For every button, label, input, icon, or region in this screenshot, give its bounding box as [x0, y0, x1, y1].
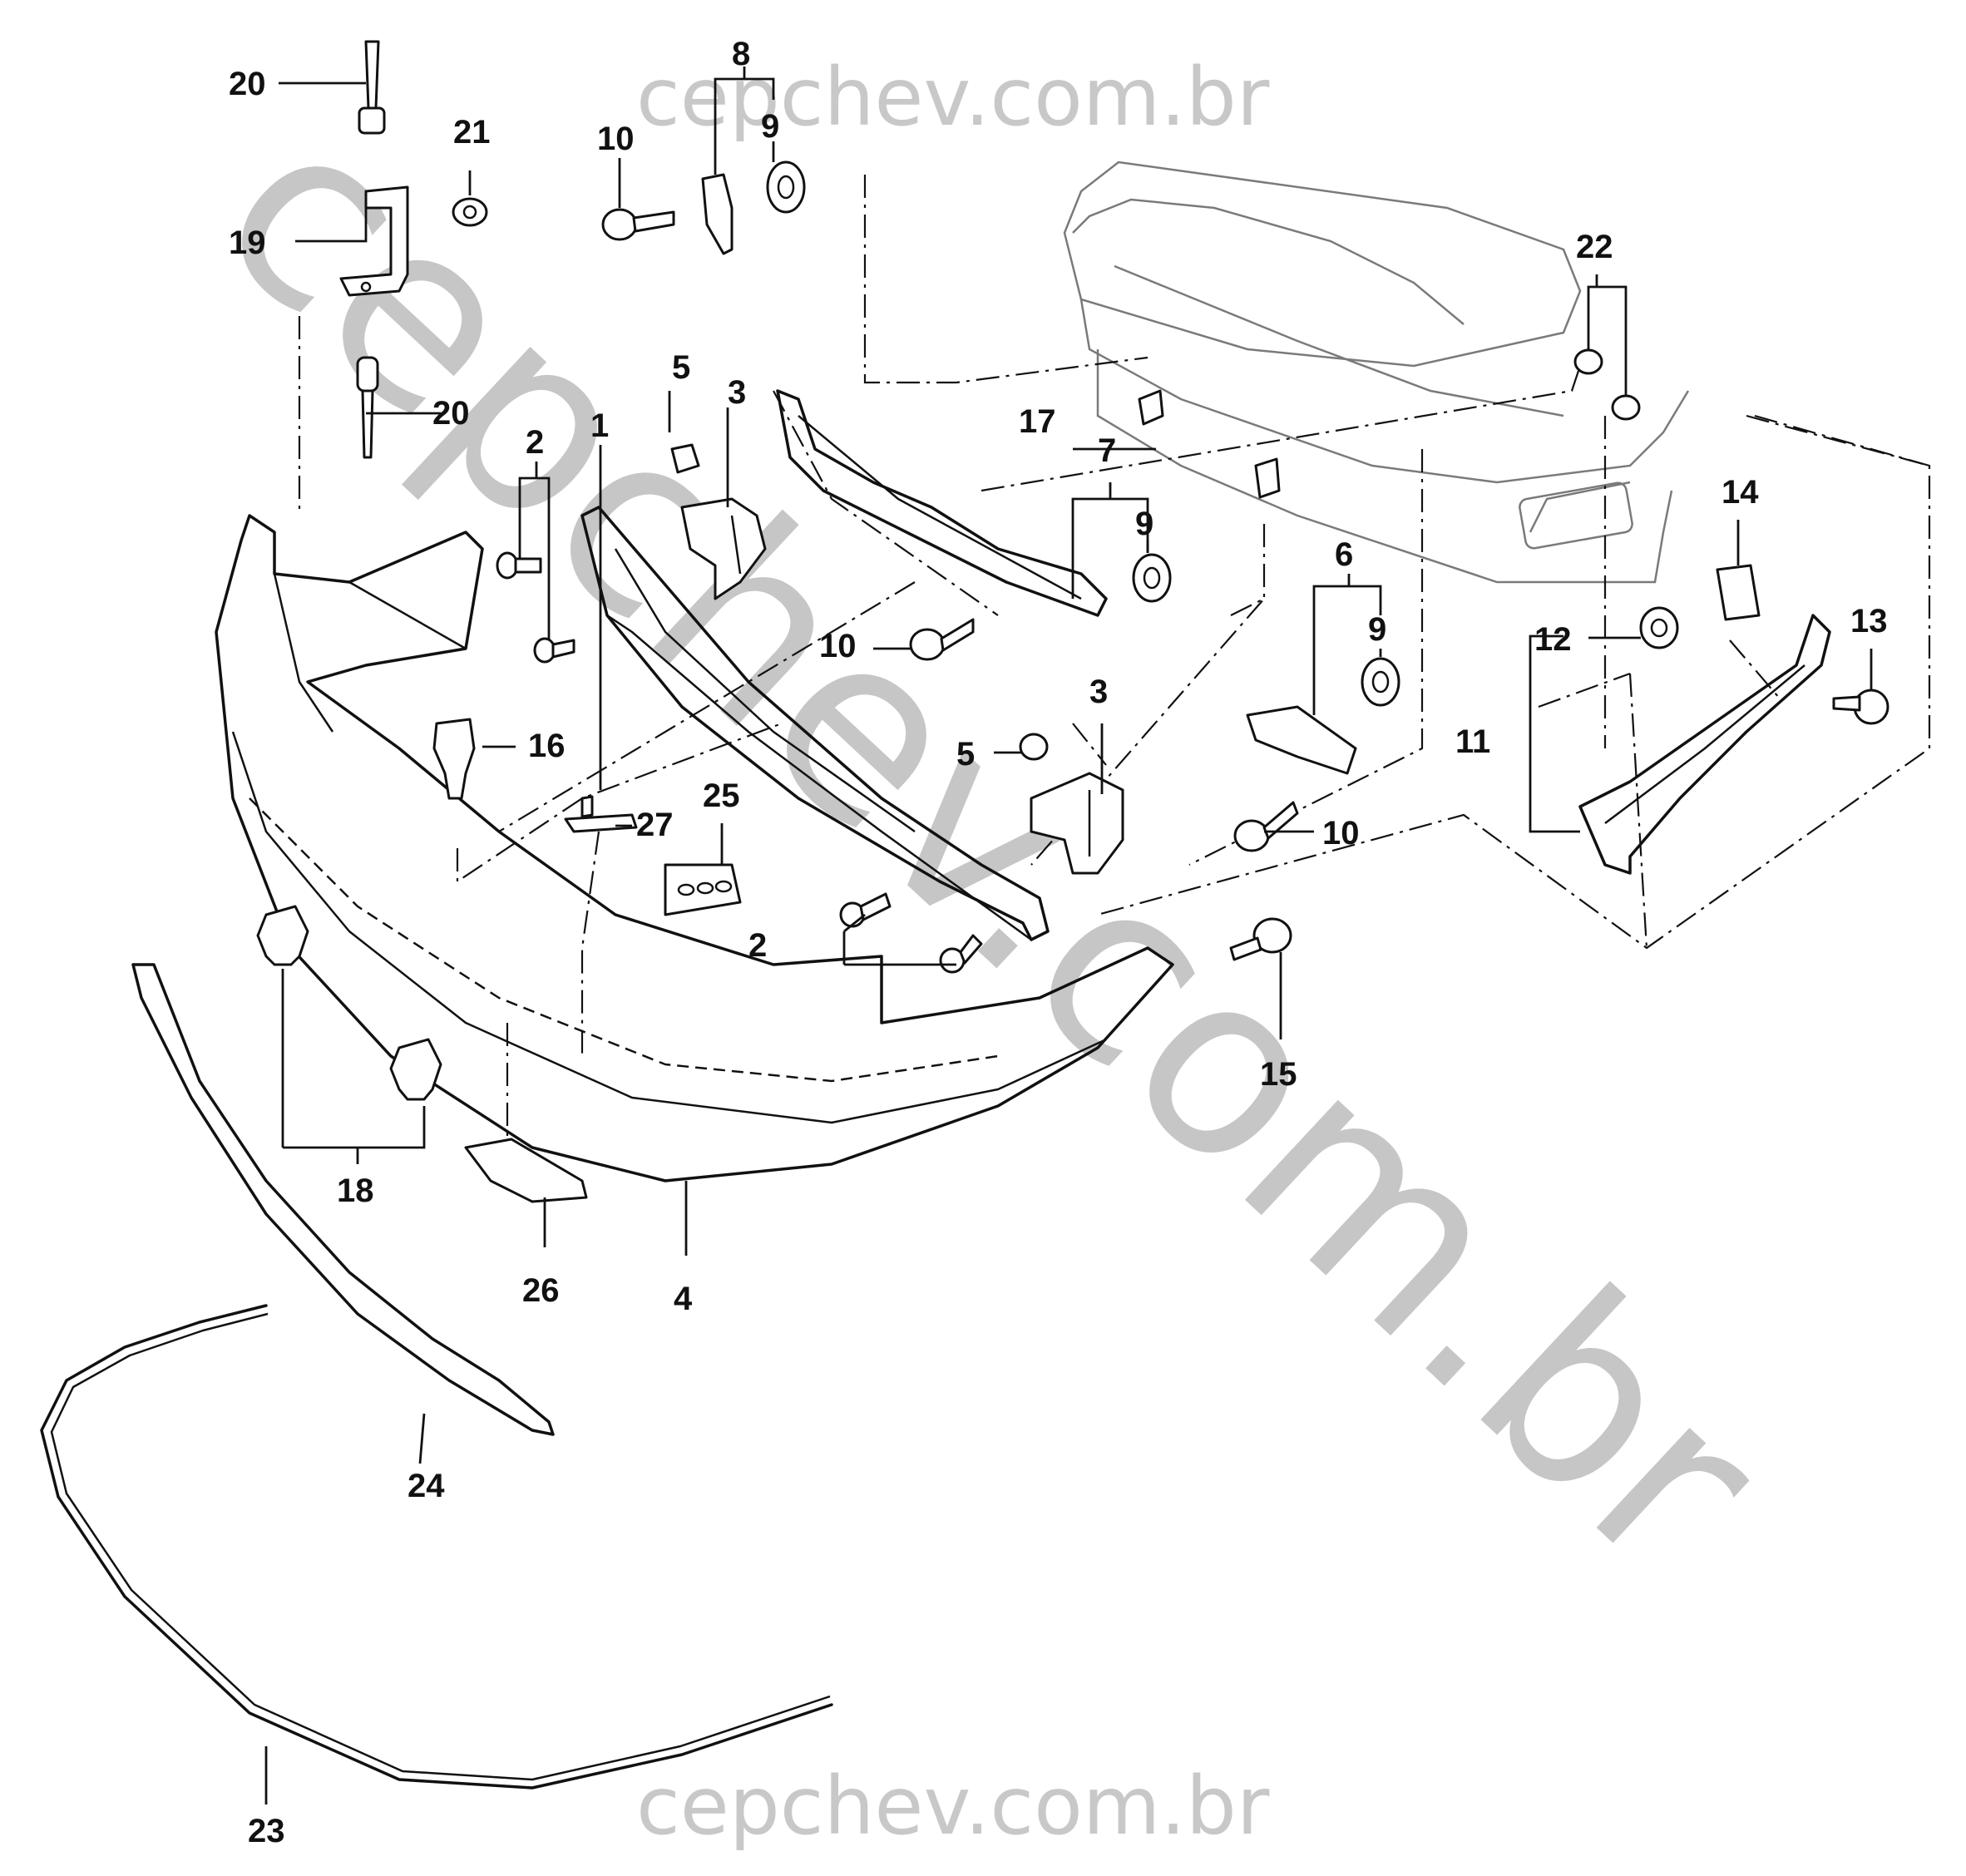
callout-leaders — [264, 67, 1873, 1804]
watermark-diagonal: cepchev.com.br — [168, 64, 1815, 1627]
callout-10-middle: 10 — [819, 628, 857, 664]
callout-16: 16 — [528, 728, 566, 764]
callout-5-upper: 5 — [672, 349, 690, 386]
callout-9-lower: 9 — [1368, 611, 1386, 648]
push-clip-16 — [432, 718, 476, 800]
spring-nut-27 — [564, 795, 638, 833]
rivet-upper — [358, 40, 386, 135]
nut-22-lower — [1611, 394, 1641, 421]
bumper-cover — [215, 514, 1174, 1182]
callout-11: 11 — [1455, 723, 1490, 760]
side-bracket-lower — [1030, 772, 1124, 875]
callout-20-lower: 20 — [432, 395, 470, 432]
callout-21: 21 — [453, 114, 491, 151]
nut-5-lower — [1019, 733, 1049, 761]
bumper-reinforcement — [580, 506, 1050, 941]
callout-10-lower: 10 — [1322, 815, 1360, 852]
callout-3-lower: 3 — [1089, 674, 1108, 710]
assembly-lines — [298, 175, 1931, 1139]
callout-9-upper: 9 — [761, 108, 779, 145]
clip-9-upper — [766, 160, 806, 214]
bracket-26 — [464, 1138, 588, 1203]
mounting-rail — [776, 389, 1108, 617]
callout-2-lower: 2 — [748, 927, 767, 964]
callout-22: 22 — [1576, 229, 1613, 265]
callout-27: 27 — [636, 807, 674, 843]
callout-1: 1 — [590, 407, 609, 444]
screw-15 — [1229, 917, 1292, 961]
clip-8 — [701, 173, 734, 255]
screw-13 — [1832, 689, 1889, 725]
rivet-lower — [356, 356, 379, 459]
hinge-bracket — [339, 185, 409, 297]
callout-15: 15 — [1260, 1056, 1297, 1093]
screw-10-middle — [909, 618, 975, 661]
screw-2-upper-b — [533, 637, 575, 664]
callout-25: 25 — [703, 778, 740, 814]
callout-3-upper: 3 — [728, 374, 746, 411]
callout-10-upper: 10 — [597, 121, 635, 157]
pad-25 — [664, 863, 742, 916]
callout-9-middle: 9 — [1135, 506, 1153, 542]
callout-23: 23 — [248, 1813, 285, 1849]
clip-bracket-rail — [1254, 457, 1281, 499]
nut-21 — [452, 197, 488, 227]
trim-strip — [131, 963, 555, 1436]
callout-labels: 20 21 19 20 8 9 10 5 3 2 1 17 7 9 10 6 9… — [229, 36, 1888, 1849]
vehicle-body-outline — [1063, 160, 1690, 584]
screw-2-lower-b — [939, 934, 983, 974]
callout-14: 14 — [1721, 474, 1759, 511]
clip-9-middle — [1132, 553, 1172, 603]
screw-10-lower — [1233, 801, 1299, 852]
callout-5-lower: 5 — [956, 736, 975, 773]
clip-12 — [1639, 606, 1679, 649]
push-clip-18-upper — [256, 905, 309, 966]
clip-17 — [1138, 389, 1164, 426]
screw-2-upper-a — [496, 551, 542, 580]
callout-6: 6 — [1335, 536, 1353, 573]
callout-20-upper: 20 — [229, 66, 266, 102]
guide-bracket — [1246, 705, 1357, 775]
clip-14 — [1716, 564, 1761, 621]
screw-10-upper — [601, 208, 675, 241]
push-clip-18-lower — [389, 1038, 442, 1101]
callout-13: 13 — [1850, 603, 1888, 639]
callout-18: 18 — [337, 1172, 374, 1209]
nut-5-upper — [670, 443, 700, 474]
side-bracket-upper — [680, 497, 767, 600]
nut-22-upper — [1573, 348, 1603, 375]
callout-8: 8 — [732, 36, 750, 72]
callout-24: 24 — [408, 1468, 445, 1504]
molding-strip — [40, 1304, 833, 1790]
watermark-top: cepchev.com.br — [636, 51, 1270, 144]
callout-17: 17 — [1019, 403, 1056, 440]
watermark-bottom: cepchev.com.br — [636, 1760, 1270, 1853]
callout-26: 26 — [522, 1272, 560, 1309]
callout-12: 12 — [1534, 621, 1572, 658]
right-side-bracket — [1578, 614, 1831, 875]
callout-19: 19 — [229, 225, 266, 261]
callout-4: 4 — [674, 1281, 693, 1317]
callout-7: 7 — [1098, 432, 1116, 469]
callout-2-upper: 2 — [526, 424, 544, 461]
clip-9-lower — [1361, 657, 1400, 707]
